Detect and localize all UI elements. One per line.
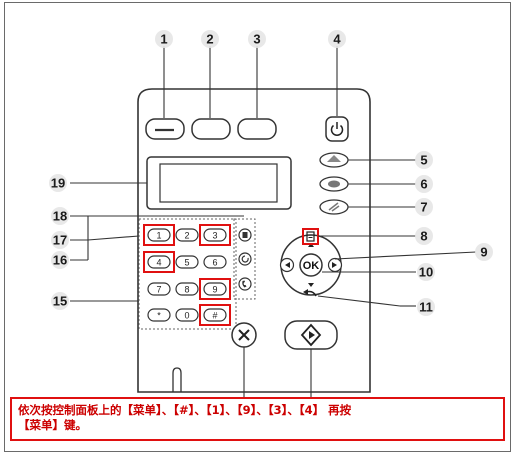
svg-text:6: 6 xyxy=(420,177,427,192)
keypad-key-3[interactable]: 3 xyxy=(199,224,231,246)
copy-mode-icon xyxy=(327,155,341,162)
caption-leader-lines xyxy=(243,347,312,397)
callout-15: 15 xyxy=(51,292,69,310)
svg-text:19: 19 xyxy=(51,176,65,191)
svg-text:4: 4 xyxy=(333,32,341,47)
svg-text:15: 15 xyxy=(53,294,67,309)
keypad-key-9[interactable]: 9 xyxy=(199,278,231,300)
lcd-display-inner xyxy=(159,163,278,203)
svg-text:10: 10 xyxy=(419,265,433,280)
callout-10: 10 xyxy=(417,263,435,281)
highlight-box xyxy=(199,278,231,300)
keypad-key-label: 4 xyxy=(156,258,161,268)
callout-8: 8 xyxy=(415,227,433,245)
keypad-key-4[interactable]: 4 xyxy=(143,251,175,273)
svg-text:7: 7 xyxy=(420,200,427,215)
caption-line-2: 【菜单】键。 xyxy=(18,418,87,432)
highlight-box xyxy=(143,224,175,246)
keypad-key-7[interactable]: 7 xyxy=(147,282,171,296)
caption-line-1: 依次按控制面板上的【菜单】、【#】、【1】、【9】、【3】、【4】 再按 xyxy=(18,403,352,417)
power-icon xyxy=(330,122,344,136)
left-arrow-icon xyxy=(285,262,290,268)
button-3[interactable] xyxy=(237,118,277,140)
keypad-key-8[interactable]: 8 xyxy=(175,282,199,296)
ok-button[interactable] xyxy=(299,253,323,277)
stop-icon xyxy=(238,329,250,341)
keypad-key-label: 0 xyxy=(184,311,189,321)
callout-18: 18 xyxy=(51,207,69,225)
svg-text:2: 2 xyxy=(206,32,213,47)
ok-label: OK xyxy=(303,260,320,272)
redial-button[interactable] xyxy=(238,252,252,266)
on-hook-dial-icon xyxy=(242,280,247,288)
highlight-box xyxy=(199,304,231,326)
keypad-key-2[interactable]: 2 xyxy=(175,228,199,242)
figure-frame xyxy=(4,2,511,452)
keypad-dotted-border xyxy=(138,218,237,330)
svg-text:8: 8 xyxy=(420,229,427,244)
callout-1: 1 xyxy=(155,30,173,48)
highlight-box xyxy=(143,251,175,273)
keypad: 1 2 3 4 5 6 7 8 9 * 0 # xyxy=(143,224,231,326)
keypad-key-label: 6 xyxy=(212,258,217,268)
callout-6: 6 xyxy=(415,175,433,193)
panel-slot xyxy=(172,367,182,392)
down-arrow-icon xyxy=(308,283,314,287)
callout-2: 2 xyxy=(201,30,219,48)
callout-5: 5 xyxy=(415,151,433,169)
keypad-key-6[interactable]: 6 xyxy=(203,255,227,269)
function-keys-dotted-border xyxy=(233,218,256,300)
keypad-key-label: # xyxy=(212,311,217,321)
top-leader-lines xyxy=(163,46,338,118)
keypad-key-label: 8 xyxy=(184,285,189,295)
mode-buttons xyxy=(319,152,349,215)
right-arrow-icon xyxy=(332,262,337,268)
keypad-key-label: 2 xyxy=(184,231,189,241)
nav-leader-lines xyxy=(317,235,477,307)
svg-text:5: 5 xyxy=(420,153,427,168)
callout-17: 17 xyxy=(51,231,69,249)
keypad-key-0[interactable]: 0 xyxy=(175,308,199,322)
svg-text:9: 9 xyxy=(480,245,487,260)
callout-19: 19 xyxy=(49,174,67,192)
menu-icon xyxy=(242,232,248,238)
keypad-key-label: 7 xyxy=(156,285,161,295)
keypad-key-label: 3 xyxy=(212,231,217,241)
svg-text:18: 18 xyxy=(53,209,67,224)
keypad-key-label: * xyxy=(157,311,161,321)
left-leader-lines xyxy=(70,182,244,302)
callout-7: 7 xyxy=(415,198,433,216)
keypad-key-label: 9 xyxy=(212,285,217,295)
instruction-caption: 依次按控制面板上的【菜单】、【#】、【1】、【9】、【3】、【4】 再按 【菜单… xyxy=(10,397,505,441)
callout-16: 16 xyxy=(51,251,69,269)
keypad-key-1[interactable]: 1 xyxy=(143,224,175,246)
svg-text:17: 17 xyxy=(53,233,67,248)
svg-text:1: 1 xyxy=(160,32,167,47)
highlight-box xyxy=(199,224,231,246)
callout-4: 4 xyxy=(328,30,346,48)
menu-key-icon xyxy=(306,231,315,242)
button-2[interactable] xyxy=(191,118,231,140)
keypad-key-5[interactable]: 5 xyxy=(175,255,199,269)
keypad-key-label: 1 xyxy=(156,231,161,241)
start-icon xyxy=(300,323,322,347)
svg-text:11: 11 xyxy=(419,300,433,315)
callout-11: 11 xyxy=(417,298,435,316)
svg-text:16: 16 xyxy=(53,253,67,268)
keypad-key-star[interactable]: * xyxy=(147,308,171,322)
callout-9: 9 xyxy=(475,243,493,261)
redial-icon xyxy=(241,255,249,263)
scan-mode-icon xyxy=(328,202,340,212)
fax-mode-icon xyxy=(328,180,340,188)
svg-text:3: 3 xyxy=(253,32,260,47)
keypad-key-label: 5 xyxy=(184,258,189,268)
callout-3: 3 xyxy=(248,30,266,48)
on-hook-dial-button[interactable] xyxy=(238,277,252,291)
mode-leader-lines xyxy=(348,159,416,208)
keypad-key-hash[interactable]: # xyxy=(199,304,231,326)
